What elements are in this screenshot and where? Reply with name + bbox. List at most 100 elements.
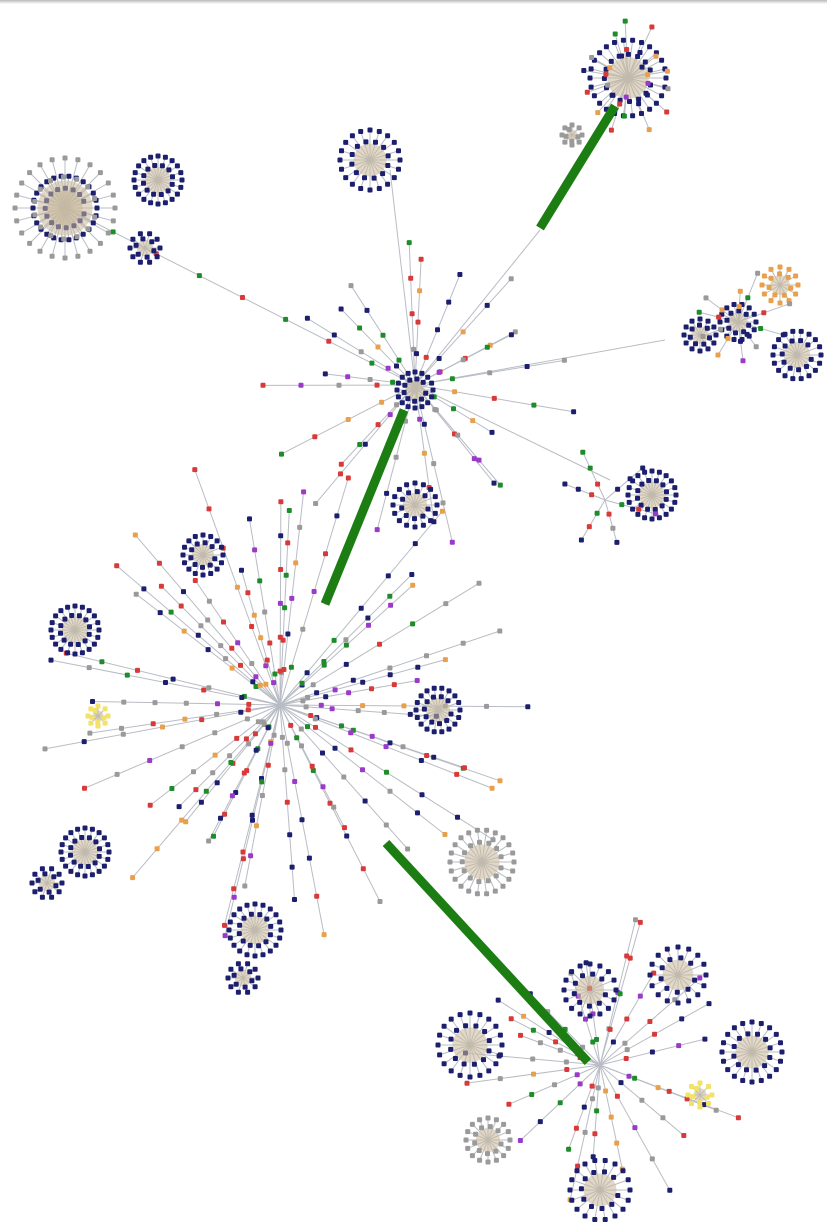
cluster-leaf-node <box>563 977 569 983</box>
cluster-leaf-node <box>102 720 108 726</box>
cluster-leaf-node <box>798 376 804 382</box>
cluster-leaf-node <box>697 322 702 328</box>
cluster-leaf-node <box>658 976 664 982</box>
cluster-leaf-node <box>448 850 454 856</box>
central-hub-node <box>381 710 387 715</box>
central-hub-node <box>278 533 284 539</box>
cluster-leaf-node <box>649 468 655 474</box>
cluster-leaf-node <box>477 1157 483 1163</box>
cluster-leaf-node <box>349 181 355 187</box>
cluster-leaf-node <box>569 1005 575 1011</box>
cluster-leaf-node <box>437 721 442 727</box>
cluster-leaf-node <box>226 927 232 933</box>
central-hub-node <box>293 560 299 566</box>
upper-center-hub-node <box>387 412 393 418</box>
cluster-leaf-node <box>27 240 33 246</box>
cluster-leaf-node <box>248 911 254 917</box>
cluster-leaf-node <box>158 192 164 197</box>
cluster-leaf-node <box>793 273 799 279</box>
central-hub-node <box>268 740 274 746</box>
central-hub-node <box>239 695 245 700</box>
central-hub-node <box>412 541 418 547</box>
cluster-leaf-node <box>736 308 742 314</box>
cluster-leaf-node <box>277 935 283 941</box>
cluster-leaf-node <box>35 877 41 883</box>
cluster-leaf-node <box>493 1148 499 1154</box>
central-hub-node <box>283 572 289 578</box>
cluster-leaf-node <box>101 835 107 841</box>
cluster-leaf-node <box>354 143 360 149</box>
lower-right-hub-node <box>667 1187 673 1193</box>
cluster-leaf-node <box>404 522 410 528</box>
upper-right-cluster-node <box>619 53 625 59</box>
lower-right-hub-node <box>681 1133 687 1138</box>
central-hub-node <box>305 724 310 730</box>
lower-right-hub-node <box>518 1032 523 1038</box>
cluster-leaf-node <box>247 942 253 948</box>
cluster-leaf-node <box>746 322 752 328</box>
central-hub-node <box>289 864 295 870</box>
cluster-leaf-node <box>101 715 107 721</box>
mid-right-branch-node <box>562 481 568 487</box>
central-hub-node <box>119 725 124 731</box>
central-hub-node <box>360 767 365 773</box>
lower-right-hub-node <box>701 1102 707 1108</box>
cluster-leaf-node <box>505 1129 511 1135</box>
upper-right-cluster-node <box>644 92 650 98</box>
cluster-leaf-node <box>656 515 662 521</box>
cluster-leaf-node <box>174 191 180 197</box>
cluster-leaf-node <box>719 1049 725 1055</box>
cluster-leaf-node <box>32 199 38 204</box>
cluster-leaf-node <box>95 703 101 709</box>
cluster-leaf-node <box>92 860 98 866</box>
cluster-leaf-node <box>689 318 695 324</box>
cluster-leaf-node <box>457 1012 463 1018</box>
cluster-leaf-node <box>762 1063 768 1069</box>
cluster-leaf-node <box>731 302 737 307</box>
central-hub-node <box>327 800 333 806</box>
lower-right-hub-node <box>583 960 589 966</box>
upper-center-hub-node <box>345 417 351 422</box>
cluster-leaf-node <box>82 873 88 879</box>
cluster-leaf-node <box>53 641 59 647</box>
cluster-leaf-node <box>649 961 655 967</box>
cluster-leaf-node <box>597 963 603 969</box>
cluster-leaf-node <box>96 830 102 836</box>
cluster-leaf-node <box>102 706 108 712</box>
central-hub-node <box>192 467 198 473</box>
central-hub-node <box>462 765 467 771</box>
central-hub-node <box>238 662 243 668</box>
upper-center-hub-node <box>455 432 461 438</box>
upper-center-hub-node <box>414 351 419 357</box>
cluster-leaf-node <box>493 873 499 879</box>
central-hub-node <box>240 856 246 862</box>
central-hub-node <box>257 578 263 584</box>
cluster-leaf-node <box>414 489 420 495</box>
upper-center-hub-node <box>384 490 390 496</box>
cluster-leaf-node <box>655 992 661 998</box>
cluster-leaf-node <box>105 180 111 186</box>
cluster-leaf-node <box>278 927 284 933</box>
cluster-leaf-node <box>420 513 426 519</box>
cluster-leaf-node <box>48 627 54 633</box>
cluster-leaf-node <box>703 972 709 978</box>
cluster-leaf-node <box>787 365 793 371</box>
central-hub-node <box>214 780 220 786</box>
cluster-leaf-node <box>391 139 397 145</box>
upper-center-hub-node <box>491 480 497 486</box>
lower-right-hub-node <box>679 1016 685 1022</box>
mid-right-branch-node <box>614 539 620 545</box>
central-hub-node <box>314 690 320 696</box>
cluster-leaf-node <box>448 711 454 717</box>
upper-center-hub-node <box>451 406 456 412</box>
cluster-leaf-node <box>131 177 137 183</box>
upper-center-hub-node <box>508 276 514 282</box>
cluster-leaf-node <box>429 394 435 400</box>
cluster-leaf-node <box>465 1145 471 1151</box>
central-hub-node <box>249 812 255 818</box>
right-cluster-node <box>755 270 761 276</box>
cluster-leaf-node <box>645 506 651 512</box>
cluster-leaf-node <box>208 534 214 539</box>
cluster-leaf-node <box>499 1042 505 1048</box>
cluster-leaf-node <box>659 965 665 971</box>
